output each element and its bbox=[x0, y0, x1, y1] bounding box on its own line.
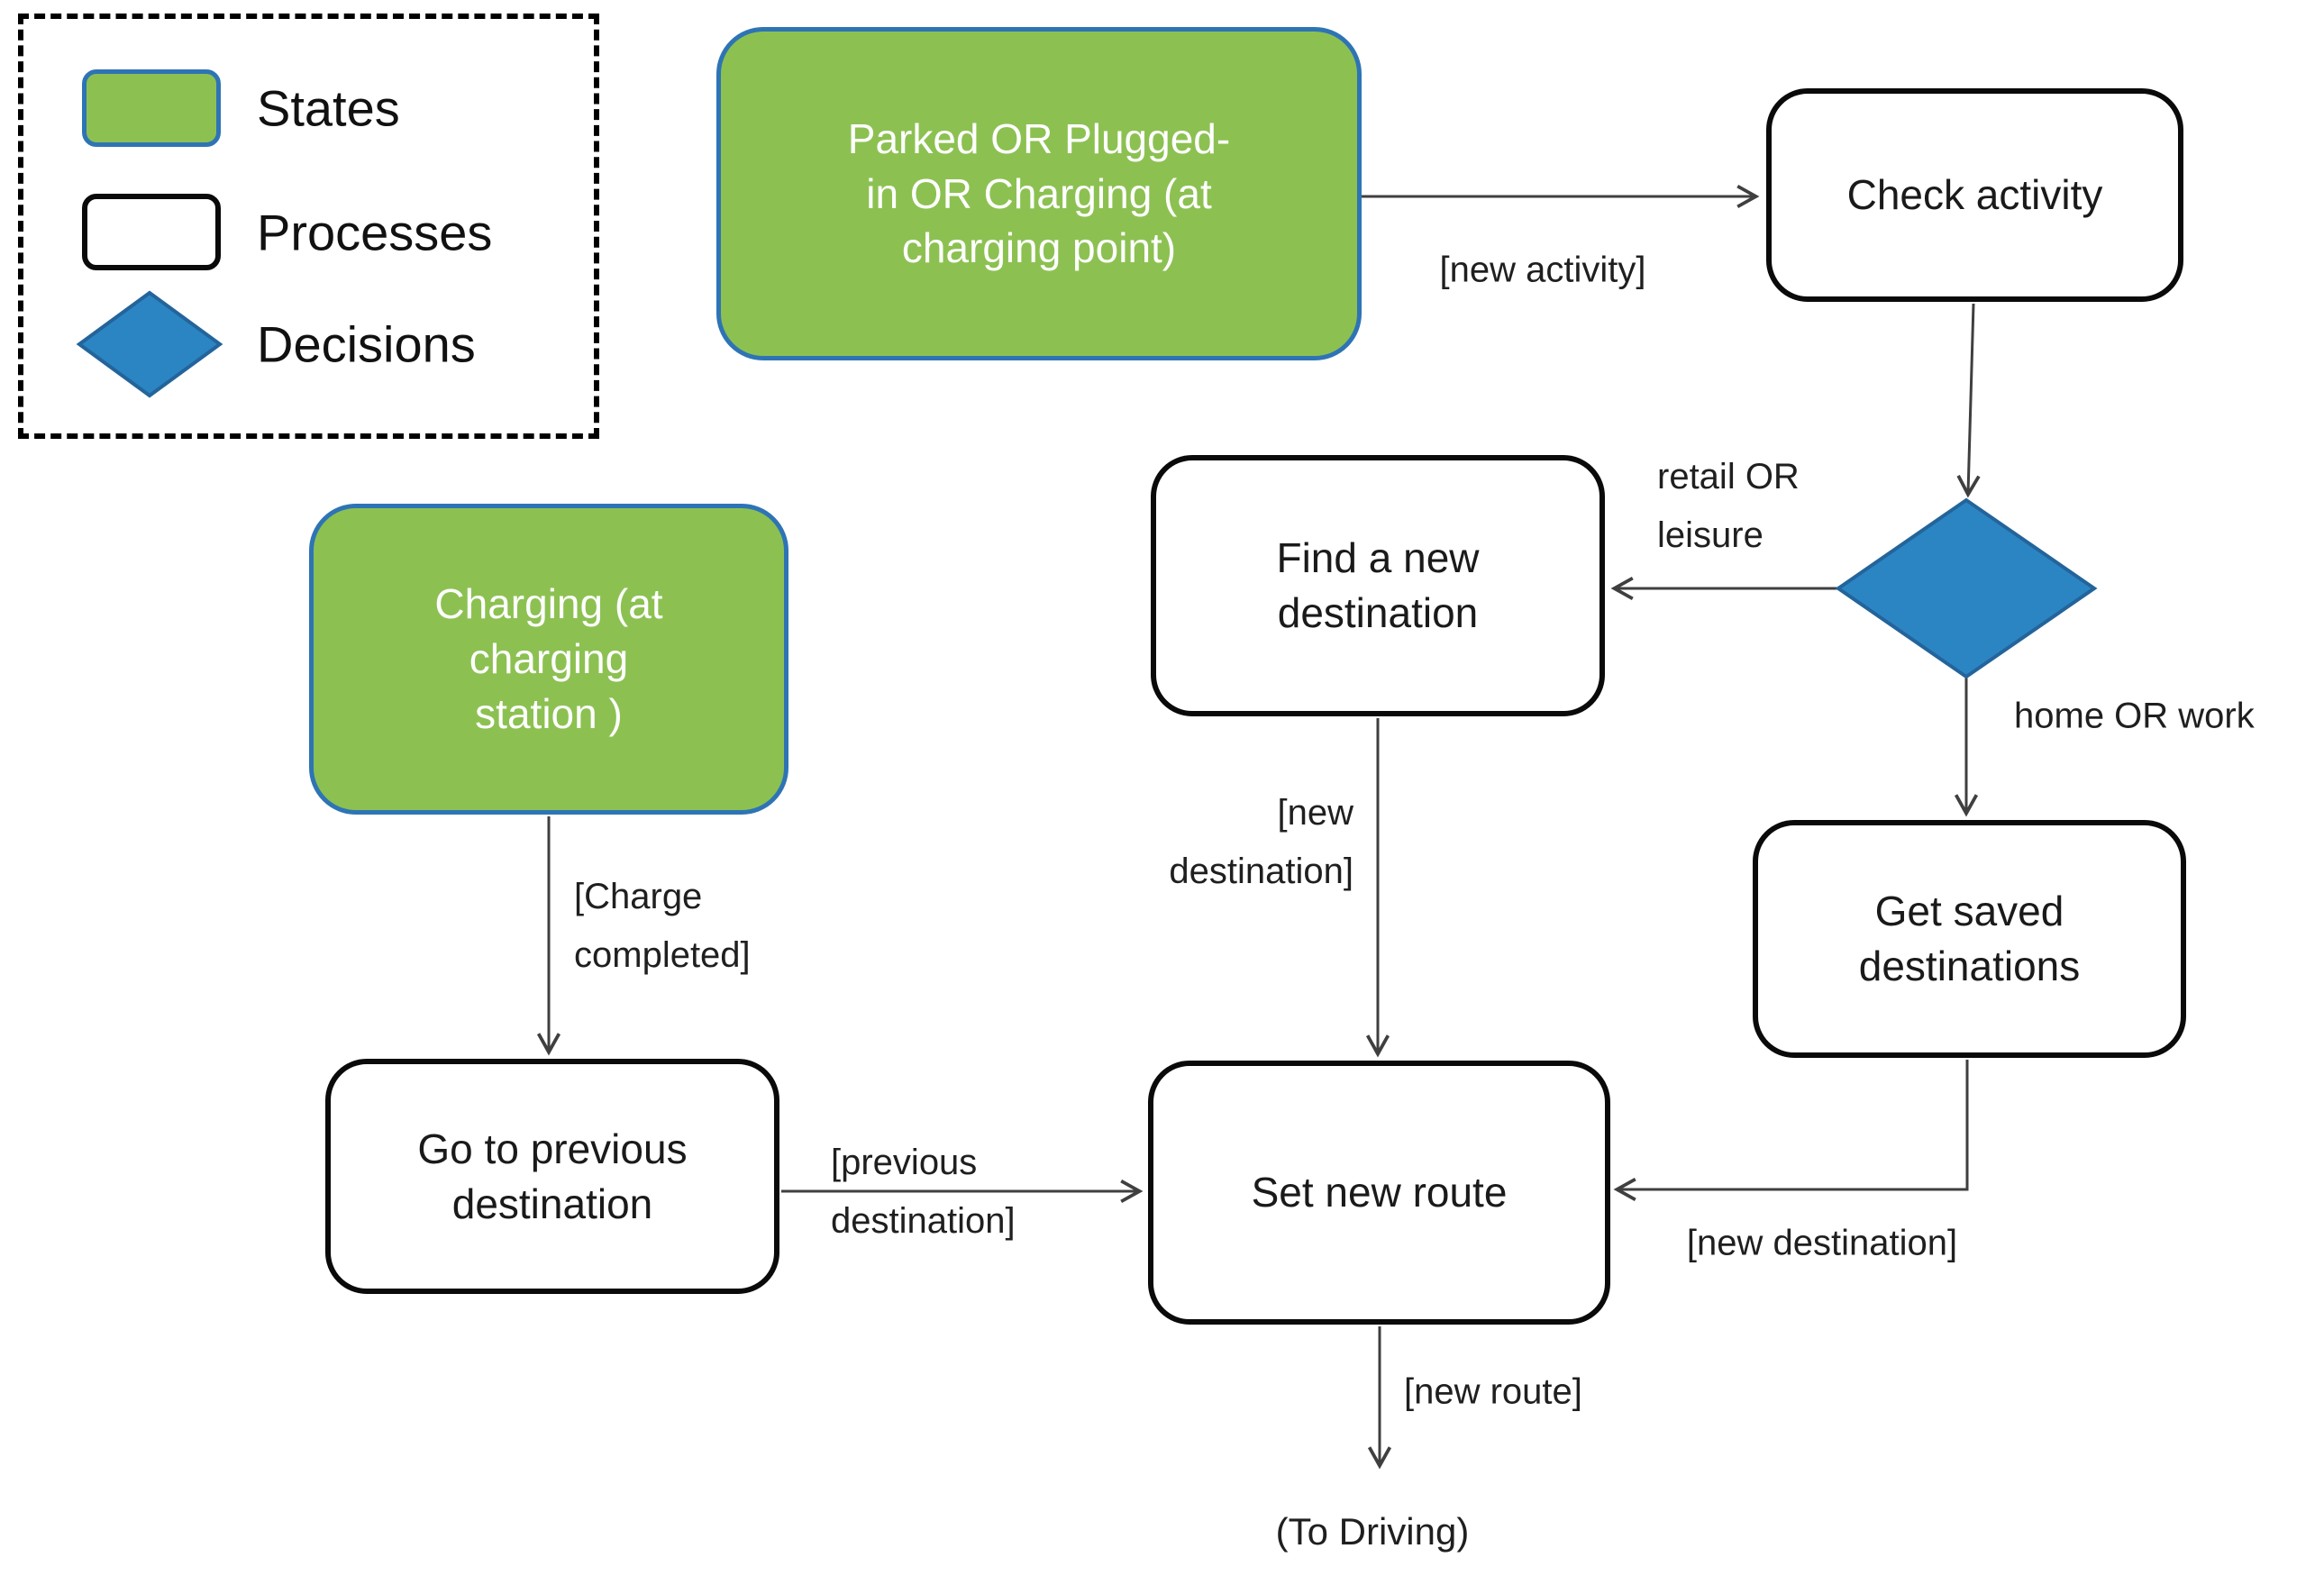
legend-process-swatch bbox=[82, 194, 221, 270]
node-check-activity: Check activity bbox=[1766, 88, 2183, 302]
edge-getsaved-to-setroute bbox=[1613, 1060, 1969, 1202]
edge-label-new-destination-saved: [new destination] bbox=[1686, 1223, 1958, 1263]
legend-state-swatch bbox=[82, 69, 221, 147]
edge-label-new-activity: [new activity] bbox=[1439, 250, 1646, 290]
legend-decision-swatch bbox=[76, 290, 223, 398]
edge-label-new-route: [new route] bbox=[1404, 1371, 1582, 1412]
node-parked-state: Parked OR Plugged- in OR Charging (at ch… bbox=[716, 27, 1362, 360]
edge-check-to-decision bbox=[1956, 303, 1981, 498]
decision-diamond bbox=[1835, 497, 2098, 679]
node-charging-state: Charging (at charging station ) bbox=[309, 504, 788, 815]
edge-label-retail-leisure: retail OR leisure bbox=[1657, 457, 1800, 555]
legend-label-decisions: Decisions bbox=[257, 315, 476, 373]
edge-label-home-work: home OR work bbox=[2014, 696, 2255, 736]
edge-label-previous-destination: [previous destination] bbox=[831, 1143, 1016, 1241]
node-find-destination: Find a new destination bbox=[1151, 455, 1605, 716]
legend-label-states: States bbox=[257, 79, 400, 137]
node-get-saved-destinations: Get saved destinations bbox=[1753, 820, 2186, 1058]
edge-label-charge-completed: [Charge completed] bbox=[574, 877, 751, 975]
edge-label-new-destination-find: [new destination] bbox=[1169, 793, 1353, 891]
to-driving-text: (To Driving) bbox=[1275, 1510, 1470, 1553]
legend-label-processes: Processes bbox=[257, 204, 493, 261]
node-set-new-route: Set new route bbox=[1148, 1061, 1610, 1325]
node-go-previous-destination: Go to previous destination bbox=[325, 1059, 779, 1294]
